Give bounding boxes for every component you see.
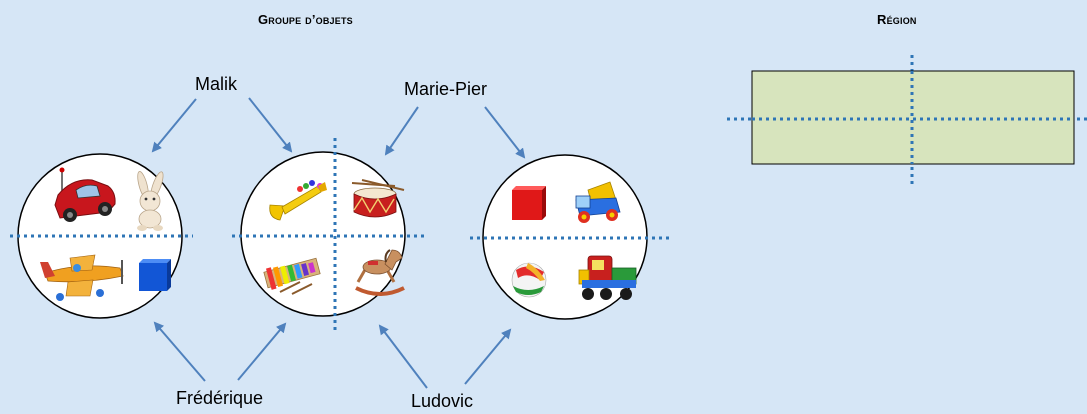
- toy-train-icon: [578, 255, 637, 300]
- toy-ball-icon: [511, 262, 547, 298]
- label-marie-pier: Marie-Pier: [404, 79, 488, 99]
- heading-object-groups: Groupe d’objets: [258, 12, 353, 27]
- label-frederique: Frédérique: [176, 388, 264, 408]
- arrow-frederique-to-group1: [153, 321, 206, 382]
- arrow-ludovic-to-group2: [378, 324, 428, 389]
- heading-region: Région: [877, 12, 917, 27]
- group-circle-2: [240, 151, 406, 317]
- arrow-malik-to-group2: [248, 97, 293, 153]
- toy-car-icon: [54, 167, 116, 222]
- toy-drum-icon: [351, 179, 405, 218]
- toy-rabbit-icon: [137, 171, 164, 231]
- label-ludovic: Ludovic: [411, 391, 474, 411]
- arrow-malik-to-group1: [151, 98, 197, 153]
- toy-trumpet-icon: [269, 180, 327, 221]
- arrow-ludovic-to-group3: [464, 328, 512, 385]
- arrow-frederique-to-group2: [237, 322, 287, 381]
- toy-cube-blue-icon: [139, 259, 171, 291]
- toy-rocking-horse-icon: [355, 249, 405, 296]
- label-malik: Malik: [195, 74, 238, 94]
- arrow-mariepier-to-group3: [484, 106, 526, 159]
- toy-xylophone-icon: [263, 257, 321, 295]
- toy-cube-red-icon: [512, 186, 546, 220]
- arrow-mariepier-to-group2: [384, 106, 419, 156]
- toy-truck-icon: [575, 181, 621, 223]
- toy-airplane-icon: [40, 254, 124, 301]
